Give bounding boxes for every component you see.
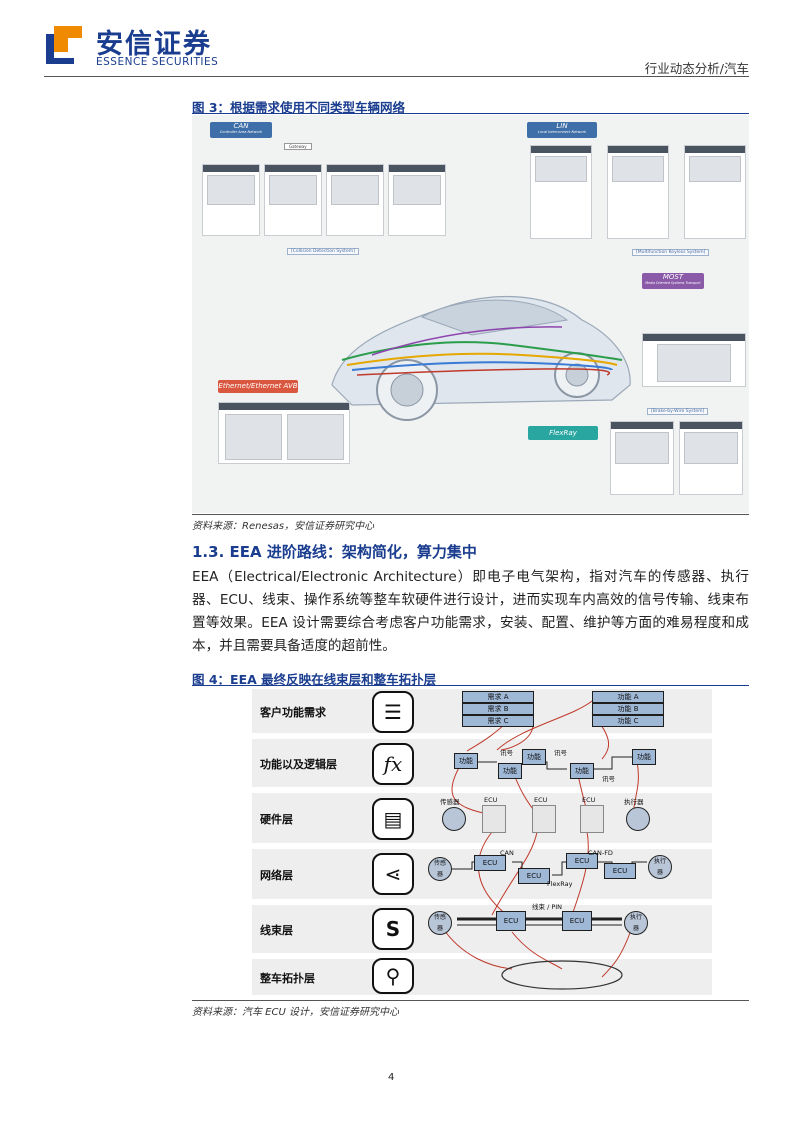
net-ecu-1: ECU [474, 855, 506, 871]
lin-panel-1 [530, 145, 592, 239]
lin-panel-2 [607, 145, 669, 239]
harness-icon: S [372, 908, 414, 950]
layer-label-logic: 功能以及逻辑层 [260, 758, 337, 771]
layer-label-harness: 线束层 [260, 924, 293, 937]
hw-ecu-1 [482, 805, 506, 833]
lin-tag-sub: Local Interconnect Network [537, 130, 587, 134]
can-tag-sub: Controller Area Network [219, 130, 263, 134]
most-tag: MOST Media Oriented Systems Transport [642, 273, 704, 289]
logic-func-4: 功能 [570, 763, 594, 779]
figure4-bottom-rule [192, 1000, 749, 1001]
harness-sensor: 传感 器 [428, 911, 452, 935]
net-ecu-2: ECU [518, 868, 550, 884]
can-panel-3 [326, 164, 384, 236]
report-type: 行业动态分析/汽车 [644, 61, 749, 76]
section-paragraph: EEA（Electrical/Electronic Architecture）即… [192, 569, 749, 654]
signal-label-3: 讯号 [602, 775, 615, 783]
net-ecu-3: ECU [566, 853, 598, 869]
net-ecu-4: ECU [604, 863, 636, 879]
requirement-c: 需求 C [462, 715, 534, 727]
figure4-bands [252, 689, 712, 995]
requirement-b: 需求 B [462, 703, 534, 715]
hw-ecu-2 [532, 805, 556, 833]
brake-by-wire-label: [Brake-by-Wire System] [647, 408, 709, 415]
hw-ecu-label-1: ECU [484, 796, 498, 804]
can-panel-2 [264, 164, 322, 236]
gateway-label: Gateway [284, 143, 312, 150]
figure3-image: CAN Controller Area Network LIN Local In… [192, 115, 749, 513]
network-icon: ⋖ [372, 853, 414, 895]
figure3-bottom-rule [192, 514, 749, 515]
harness-ecu-1: ECU [496, 911, 526, 931]
most-tag-sub: Media Oriented Systems Transport [645, 281, 701, 285]
requirement-a: 需求 A [462, 691, 534, 703]
logic-func-1: 功能 [454, 753, 478, 769]
logo-subtext: ESSENCE SECURITIES [96, 56, 219, 68]
logic-func-3: 功能 [522, 749, 546, 765]
signal-label-1: 讯号 [500, 749, 513, 757]
layer-label-hardware: 硬件层 [260, 813, 293, 826]
harness-actuator: 执行 器 [624, 911, 648, 935]
most-tag-label: MOST [662, 273, 684, 281]
car-search-icon: ⚲ [372, 958, 414, 994]
figure3-source: 资料来源：Renesas，安信证券研究中心 [192, 521, 375, 532]
function-icon: fx [372, 743, 414, 785]
logo-icon [46, 26, 82, 64]
most-panel [642, 333, 746, 387]
figure4-source: 资料来源：汽车 ECU 设计，安信证券研究中心 [192, 1007, 399, 1018]
figure3-title-rule [192, 113, 749, 114]
ethernet-tag: Ethernet/Ethernet AVB [218, 380, 298, 393]
car-illustration [331, 296, 631, 421]
function-c: 功能 C [592, 715, 664, 727]
multifunction-system-label: [Multifunction Keyless System] [632, 249, 710, 256]
collision-system-label: [Collision Detection System] [287, 248, 359, 255]
net-actuator: 执行 器 [648, 855, 672, 879]
hw-ecu-3 [580, 805, 604, 833]
can-tag: CAN Controller Area Network [210, 122, 272, 138]
layer-label-network: 网络层 [260, 869, 293, 882]
hw-sensor-icon [442, 807, 466, 831]
figure4-title-rule [192, 685, 749, 686]
lin-panel-3 [684, 145, 746, 239]
can-tag-label: CAN [233, 122, 249, 130]
page-number: 4 [388, 1072, 395, 1083]
net-sensor: 传感 器 [428, 857, 452, 881]
flexray-panel-1 [610, 421, 674, 495]
flexray-panel-2 [679, 421, 743, 495]
figure3-title: 图 3：根据需求使用不同类型车辆网络 [192, 100, 406, 115]
can-panel-1 [202, 164, 260, 236]
hw-actuator-label: 执行器 [624, 798, 644, 806]
signal-label-2: 讯号 [554, 749, 567, 757]
harness-ecu-2: ECU [562, 911, 592, 931]
hw-ecu-label-2: ECU [534, 796, 548, 804]
hw-sensor-label: 传感器 [440, 798, 460, 806]
logic-func-5: 功能 [632, 749, 656, 765]
clipboard-icon: ☰ [372, 691, 414, 733]
can-panel-4 [388, 164, 446, 236]
hardware-icon: ▤ [372, 798, 414, 840]
hw-ecu-label-3: ECU [582, 796, 596, 804]
hw-actuator-icon [626, 807, 650, 831]
function-a: 功能 A [592, 691, 664, 703]
logo-text: 安信证券 [96, 29, 212, 60]
layer-label-requirements: 客户功能需求 [260, 706, 326, 719]
section-title: 1.3. EEA 进阶路线：架构简化，算力集中 [192, 543, 477, 561]
function-b: 功能 B [592, 703, 664, 715]
net-flexray-label: FlexRay [547, 880, 573, 888]
flexray-tag: FlexRay [528, 426, 598, 440]
figure4-title: 图 4：EEA 最终反映在线束层和整车拓扑层 [192, 672, 437, 687]
figure4-diagram: 客户功能需求 功能以及逻辑层 硬件层 网络层 线束层 整车拓扑层 ☰ fx ▤ … [192, 687, 749, 997]
net-canfd-label: CAN-FD [588, 849, 613, 857]
lin-tag: LIN Local Interconnect Network [527, 122, 597, 138]
header-divider [44, 76, 749, 77]
ethernet-panel [218, 402, 350, 464]
lin-tag-label: LIN [556, 122, 568, 130]
net-can-label: CAN [500, 849, 514, 857]
logic-func-2: 功能 [498, 763, 522, 779]
harness-pin-label: 线束 / PIN [532, 903, 563, 911]
layer-label-topology: 整车拓扑层 [260, 972, 315, 985]
